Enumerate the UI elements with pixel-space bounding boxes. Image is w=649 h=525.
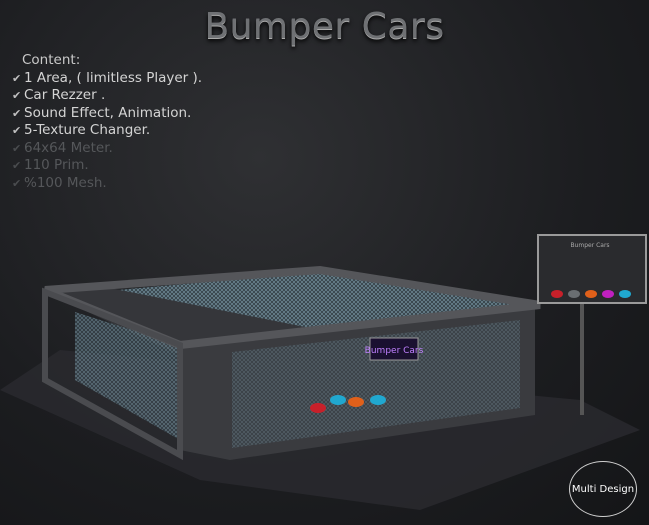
page-title: Bumper Cars [204,6,445,47]
list-item: ✔%100 Mesh. [12,174,107,191]
list-item: ✔64x64 Meter. [12,139,113,156]
list-item: ✔Sound Effect, Animation. [12,104,192,121]
board-car [602,290,614,298]
bumper-car [330,395,346,405]
check-icon: ✔ [12,141,22,155]
front-fence [232,320,520,448]
check-icon: ✔ [12,71,22,85]
check-icon: ✔ [12,124,22,137]
content-list: Content: ✔1 Area, ( limitless Player ). … [12,52,202,192]
bumper-car [348,397,364,407]
bumper-car [310,403,326,413]
left-side [42,287,183,461]
svg-text:Bumper Cars: Bumper Cars [365,346,424,356]
bumper-cars [310,395,386,413]
svg-text:Bumper Cars: Bumper Cars [570,242,609,249]
board-car [619,290,631,298]
board-car [551,290,563,298]
list-item: ✔1 Area, ( limitless Player ). [12,69,203,86]
brand-logo: Multi Design [569,461,637,517]
list-item: ✔5-Texture Changer. [12,122,151,138]
check-icon: ✔ [12,106,22,120]
board-cars [551,290,631,298]
check-icon: ✔ [12,89,22,102]
list-item: ✔Car Rezzer . [12,87,106,103]
board-car [585,290,597,298]
entrance-sign [369,337,419,361]
check-icon: ✔ [12,176,22,190]
list-item: ✔110 Prim. [12,157,89,173]
check-icon: ✔ [12,159,22,172]
left-fence [75,312,180,440]
content-heading: Content: [22,52,81,68]
board-car [568,290,580,298]
bumper-car [370,395,386,405]
